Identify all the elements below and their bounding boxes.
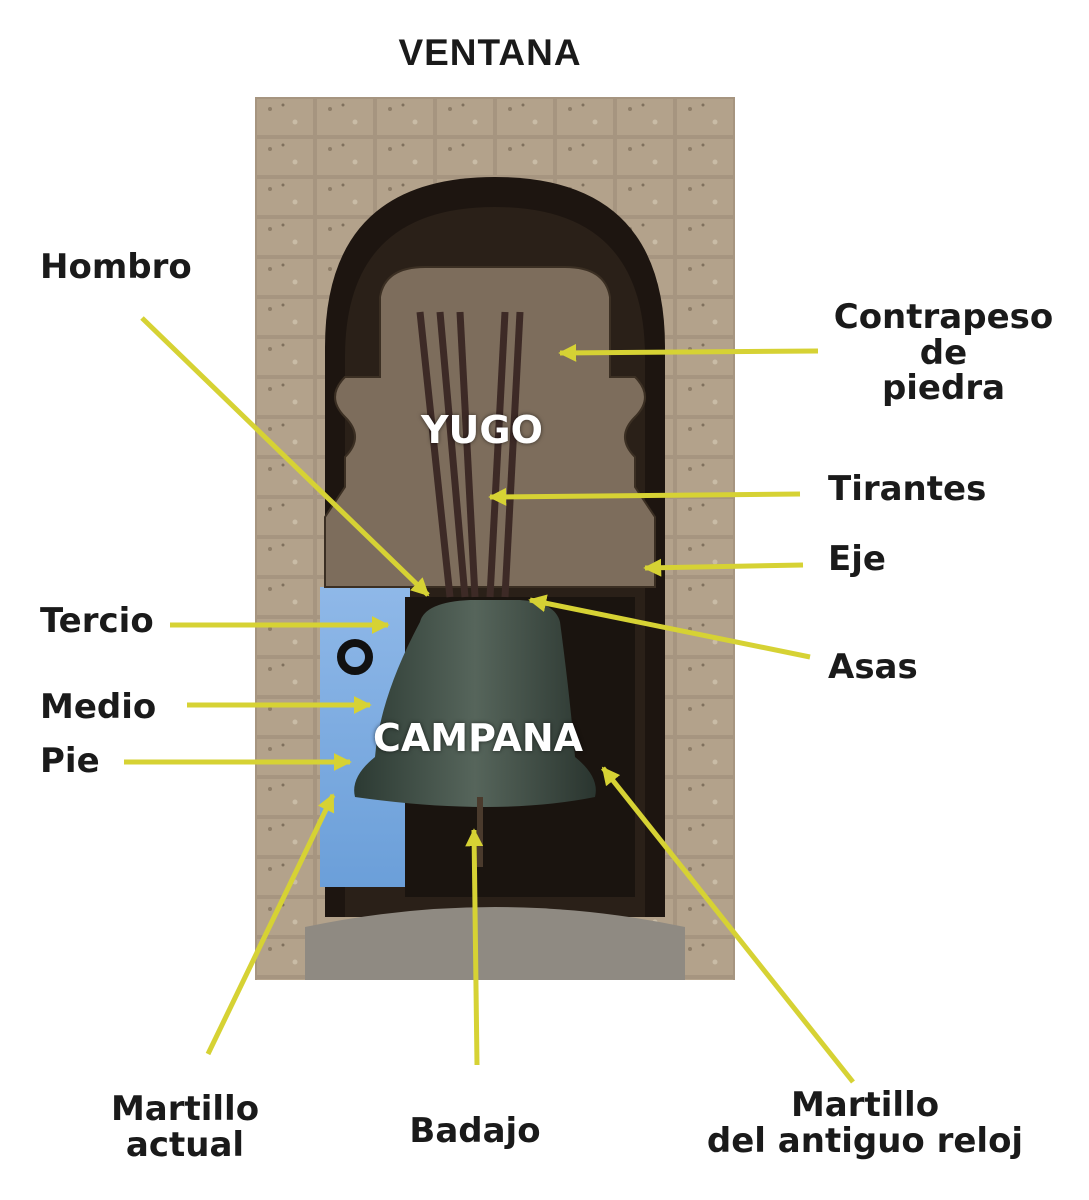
arrow-badajo — [465, 828, 484, 1066]
bell-label: CAMPANA — [373, 716, 584, 760]
label-martillo-reloj-line1: Martillo — [790, 1085, 940, 1125]
tension-rods — [416, 311, 524, 598]
arrow-martillo-reloj — [601, 766, 855, 1084]
label-tercio: Tercio — [40, 601, 154, 641]
arrow-tirantes — [488, 487, 801, 506]
bell — [354, 600, 596, 807]
label-martillo-actual-line2: actual — [125, 1124, 245, 1165]
label-martillo-actual: Martillo actual — [90, 1089, 280, 1165]
arrow-martillo-actual — [205, 793, 336, 1056]
label-badajo: Badajo — [409, 1111, 541, 1151]
label-contrapeso-line1: Contrapeso — [833, 297, 1054, 337]
label-contrapeso-line2: de — [919, 332, 968, 373]
label-contrapeso-line3: piedra — [881, 368, 1006, 409]
label-martillo-reloj: Martillo del antiguo reloj — [690, 1085, 1040, 1161]
label-contrapeso: Contrapeso de piedra — [826, 297, 1061, 409]
label-pie: Pie — [40, 741, 100, 781]
label-martillo-reloj-line2: del antiguo reloj — [706, 1120, 1024, 1161]
arrow-asas — [528, 594, 811, 660]
arrow-hombro — [140, 316, 430, 597]
label-asas: Asas — [828, 647, 918, 687]
arrow-contrapeso — [558, 343, 819, 362]
arrow-eje — [643, 558, 804, 577]
diagram-title: VENTANA — [398, 32, 582, 73]
yoke-label: YUGO — [421, 408, 543, 452]
label-medio: Medio — [40, 687, 157, 727]
window-sill — [305, 907, 685, 980]
label-eje: Eje — [828, 539, 886, 579]
label-martillo-actual-line1: Martillo — [110, 1089, 260, 1129]
label-hombro: Hombro — [40, 247, 192, 287]
label-tirantes: Tirantes — [828, 469, 987, 509]
